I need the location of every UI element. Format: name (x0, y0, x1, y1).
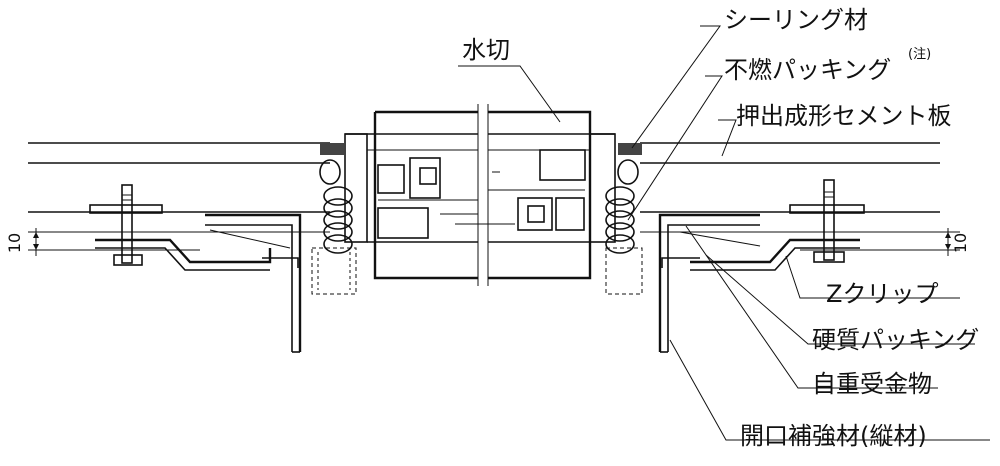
dimension-left-label: 10 (5, 233, 24, 253)
label-extruded-board: 押出成形セメント板 (736, 102, 952, 130)
label-fune-packing: 不燃パッキング (724, 56, 891, 84)
right-bolt (789, 179, 865, 263)
right-gasket (605, 159, 639, 254)
cement-board-lines (28, 142, 940, 213)
right-sealing (618, 143, 642, 155)
label-mizukiri: 水切 (462, 36, 510, 64)
label-hard-packing: 硬質パッキング (812, 326, 979, 354)
label-self-weight-bracket: 自重受金物 (812, 370, 932, 398)
label-z-clip: Zクリップ (826, 280, 938, 308)
left-bolt (89, 184, 163, 266)
label-opening-reinforcement: 開口補強材(縦材) (740, 422, 927, 450)
dimension-left: 10 (5, 228, 330, 256)
flashing-body (344, 104, 616, 286)
right-reinforcement (658, 213, 761, 353)
left-bracket (311, 247, 357, 295)
right-bracket (605, 247, 643, 295)
left-reinforcement (205, 213, 302, 353)
dimension-right-label: 10 (951, 233, 970, 253)
dimension-right: 10 (640, 228, 970, 256)
label-fune-note: (注) (908, 47, 931, 62)
left-gasket (319, 159, 353, 254)
right-z-clip (690, 238, 860, 271)
left-sealing (320, 143, 344, 155)
leader-lines (458, 25, 990, 441)
label-sealing: シーリング材 (724, 6, 868, 34)
